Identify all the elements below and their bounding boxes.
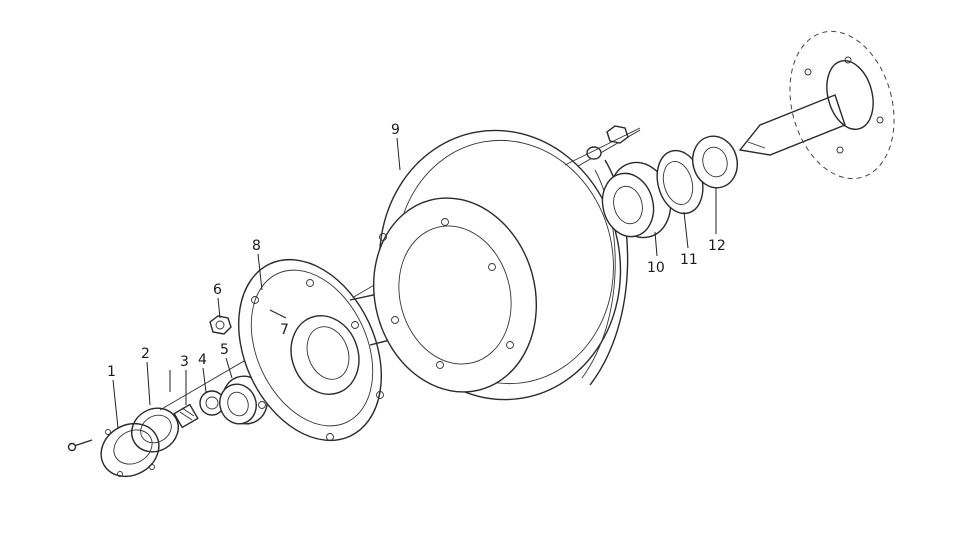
callout-3: 3 bbox=[180, 354, 189, 370]
callout-6: 6 bbox=[213, 282, 222, 298]
part-2-gasket bbox=[131, 407, 179, 453]
part-11-spacer-ring bbox=[656, 149, 704, 215]
part-9-brake-drum bbox=[372, 129, 629, 401]
part-3-castle-nut bbox=[173, 403, 199, 429]
callout-9: 9 bbox=[391, 122, 400, 138]
callout-2: 2 bbox=[141, 346, 150, 362]
callout-7: 7 bbox=[280, 322, 289, 338]
callout-8: 8 bbox=[252, 238, 261, 254]
part-12-oil-seal bbox=[692, 135, 738, 189]
axle-spindle bbox=[738, 30, 895, 180]
callout-10: 10 bbox=[647, 260, 665, 276]
callout-5: 5 bbox=[220, 342, 229, 358]
callout-4: 4 bbox=[198, 352, 207, 368]
drum-nut-washer bbox=[564, 125, 641, 166]
part-10-inner-bearing bbox=[601, 161, 672, 239]
part-6-nut bbox=[209, 315, 232, 335]
leader-lines bbox=[112, 137, 717, 429]
callout-1: 1 bbox=[107, 364, 116, 380]
callout-11: 11 bbox=[680, 252, 698, 268]
part-1-hub-cap bbox=[67, 422, 160, 478]
callout-12: 12 bbox=[708, 238, 726, 254]
